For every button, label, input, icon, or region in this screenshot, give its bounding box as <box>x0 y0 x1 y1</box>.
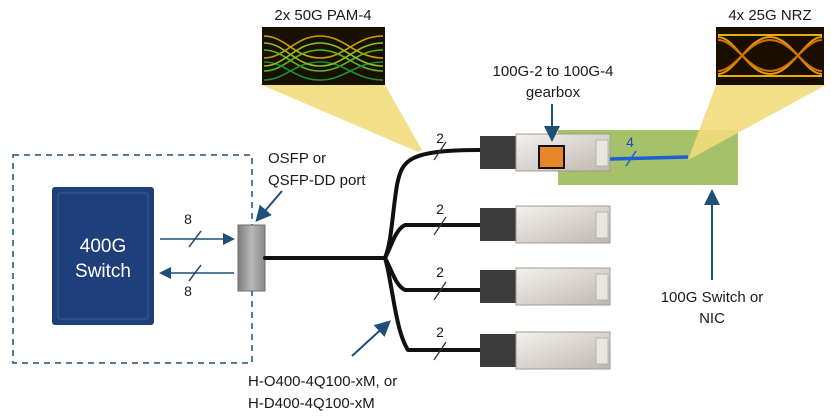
nic-lane-link: 4 <box>609 134 689 167</box>
pam4-eye-label: 2x 50G PAM-4 <box>274 7 371 24</box>
branch-4-lanes: 2 <box>436 324 444 340</box>
rx-lane-count: 8 <box>184 283 192 299</box>
switch-chip: 400G Switch <box>52 187 154 325</box>
gearbox-label-line1: 100G-2 to 100G-4 <box>493 63 614 80</box>
branch-1-lanes: 2 <box>436 130 444 146</box>
branch-3-lanes: 2 <box>436 264 444 280</box>
breakout-cable <box>263 148 482 352</box>
cable-label-line2: H-D400-4Q100-xM <box>248 395 375 412</box>
pam4-eye-diagram: 2x 50G PAM-4 <box>262 7 385 85</box>
switch-label-line1: 400G <box>80 236 126 257</box>
rx-link: 8 <box>159 264 234 299</box>
branch-4: 2 <box>433 324 447 361</box>
branch-2: 2 <box>433 201 447 236</box>
nic-lane-count: 4 <box>626 134 634 150</box>
nrz-callout-beam <box>688 85 826 160</box>
cable-label-line1: H-O400-4Q100-xM, or <box>248 373 397 390</box>
port-pointer-arrow <box>255 190 283 223</box>
nrz-eye-diagram: 4x 25G NRZ <box>716 7 824 85</box>
tx-link: 8 <box>160 211 235 248</box>
qsfp-module-4 <box>480 331 611 370</box>
qsfp-module-2 <box>480 205 611 244</box>
qsfp-module-3 <box>480 267 611 306</box>
nic-label-line2: NIC <box>699 310 725 327</box>
branch-3: 2 <box>433 264 447 301</box>
nic-label-line1: 100G Switch or <box>661 289 764 306</box>
switch-label-line2: Switch <box>75 261 131 282</box>
qsfp-module-1 <box>480 133 611 172</box>
pam4-callout-beam <box>262 85 422 152</box>
gearbox-label-line2: gearbox <box>526 84 581 101</box>
host-port-connector <box>237 224 266 292</box>
nrz-eye-label: 4x 25G NRZ <box>728 7 811 24</box>
cable-pointer-arrow <box>351 320 391 357</box>
gearbox-chip <box>538 145 565 169</box>
tx-lane-count: 8 <box>184 211 192 227</box>
port-label-line2: QSFP-DD port <box>268 172 366 189</box>
branch-1: 2 <box>433 130 447 161</box>
branch-2-lanes: 2 <box>436 201 444 217</box>
port-label-line1: OSFP or <box>268 150 326 167</box>
